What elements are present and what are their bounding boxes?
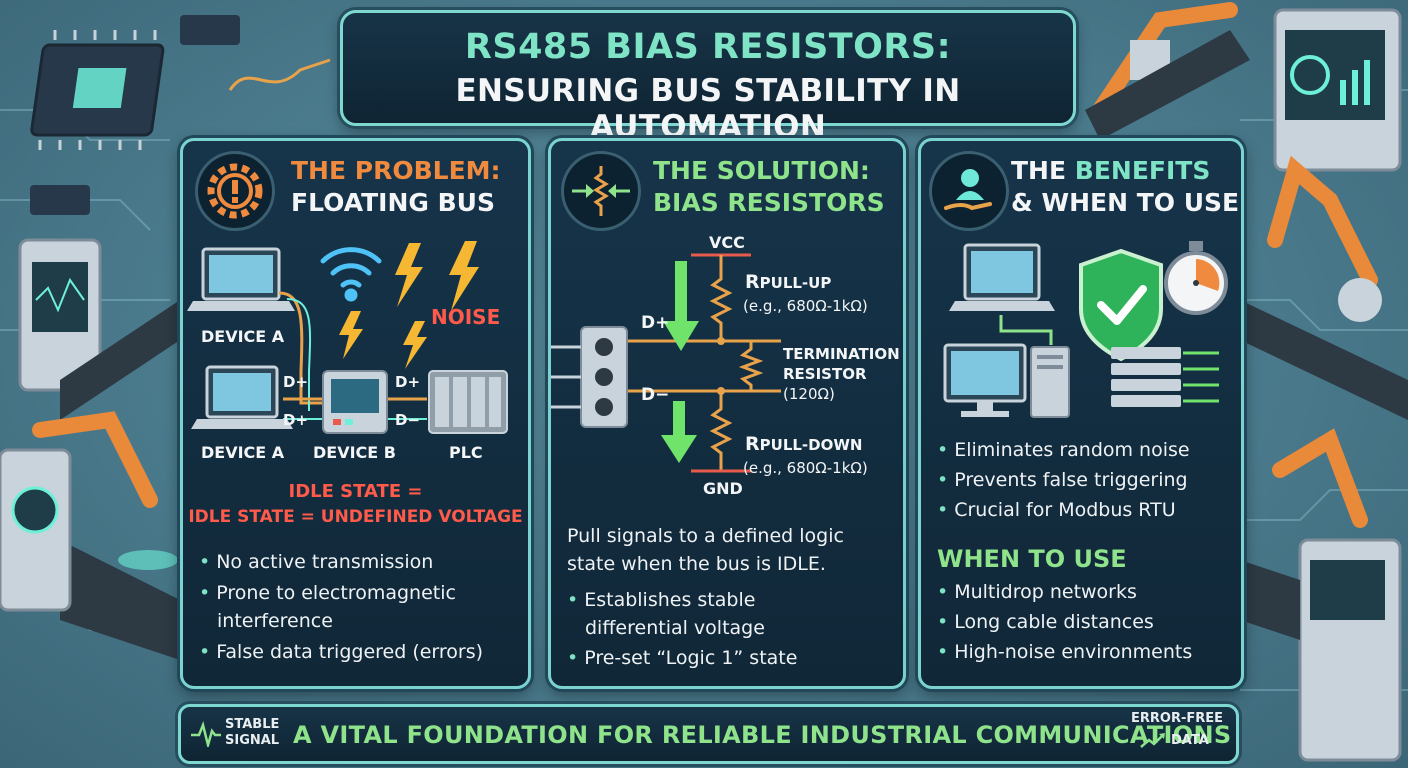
when-item: •High-noise environments [937,641,1193,663]
gear-alert-icon [195,151,275,231]
monitor-machine-right [1273,8,1402,172]
chip-icon [30,30,165,150]
floating-bus-diagram [187,241,508,434]
resistor-icon [561,151,641,231]
plc-label: PLC [449,443,483,462]
benefit-item: •Eliminates random noise [937,439,1190,461]
pulldown-label: RPULL-DOWN [745,433,863,455]
small-chip-icon [30,185,90,215]
title-banner: RS485 BIAS RESISTORS: ENSURING BUS STABI… [340,10,1076,145]
problem-bullet: •Prone to electromagnetic [199,582,456,604]
conveyor-right [1085,30,1408,420]
connector-block-icon [551,326,628,428]
small-chip-icon [180,15,240,45]
desktop-monitor-icon [943,343,1027,417]
laptop-icon [191,365,293,429]
plc-icon [428,370,508,434]
idle-state-line-2: IDLE STATE = UNDEFINED VOLTAGE [188,507,523,527]
when-item: •Long cable distances [937,611,1154,633]
trend-up-icon [1140,733,1165,748]
bias-resistor-schematic [551,253,781,473]
stopwatch-icon [1164,241,1228,315]
user-hand-icon [929,151,1009,231]
termination-label-3: (120Ω) [783,385,835,403]
dplus-label-3: D+ [283,411,309,429]
gnd-label: GND [703,479,743,498]
robot-arm-icon [0,411,178,612]
benefits-heading-1: THE BENEFITS [1011,156,1211,185]
dminus-label: D− [395,411,421,429]
noise-label: NOISE [431,305,501,329]
vcc-label: VCC [709,233,745,252]
device-a-top-label: DEVICE A [201,327,285,346]
monitor-machine-left [18,238,102,392]
pullup-value: (e.g., 680Ω-1kΩ) [743,297,868,315]
tower-pc-icon [1030,346,1070,418]
when-item: •Multidrop networks [937,581,1137,603]
conveyor-left [60,300,180,660]
problem-heading-1: THE PROBLEM: [291,156,501,185]
dminus-label: D− [641,385,670,405]
problem-heading-2: FLOATING BUS [291,188,495,217]
problem-bullet-continued: interference [217,610,333,632]
benefits-heading-2: & WHEN TO USE [1011,188,1240,217]
dplus-label: D+ [641,313,670,333]
solution-heading-2: BIAS RESISTORS [653,188,885,217]
termination-label-2: RESISTOR [783,365,867,383]
footer-right-text-2: DATA [1171,733,1209,748]
solution-summary-2: state when the bus is IDLE. [567,553,826,575]
robot-arm-icon [1267,155,1382,322]
benefit-item: •Crucial for Modbus RTU [937,499,1176,521]
solution-bullet-continued: differential voltage [585,617,765,639]
footer-right-text-1: ERROR-FREE [1131,711,1224,726]
laptop-icon [187,247,295,311]
solution-bullet: •Pre-set “Logic 1” state [567,647,798,669]
when-to-use-heading: WHEN TO USE [937,545,1127,573]
panel-benefits: THE BENEFITS & WHEN TO USE [918,138,1244,689]
panel-problem: THE PROBLEM: FLOATING BUS [180,138,531,689]
pullup-label: RPULL-UP [745,271,832,293]
problem-bullet: •False data triggered (errors) [199,641,484,663]
solution-summary-1: Pull signals to a defined logic [567,525,844,547]
device-a-bottom-label: DEVICE A [201,443,285,462]
laptop-icon [949,243,1055,311]
title-line-1: RS485 BIAS RESISTORS: [464,27,952,67]
wifi-icon [320,247,382,302]
dplus-label-2: D+ [395,373,421,391]
device-b-icon [322,370,388,434]
shield-check-icon [1079,248,1163,362]
solution-heading-1: THE SOLUTION: [653,156,870,185]
problem-bullet: •No active transmission [199,551,434,573]
dplus-label-1: D+ [283,373,309,391]
pulse-icon [191,721,221,747]
title-line-2: ENSURING BUS STABILITY IN AUTOMATION [455,73,961,145]
termination-label-1: TERMINATION [783,345,900,363]
benefit-item: •Prevents false triggering [937,469,1188,491]
panel-solution: THE SOLUTION: BIAS RESISTORS VCC RPULL-U… [548,138,906,689]
server-icon [1111,347,1219,407]
idle-state-line-1: IDLE STATE = [288,481,423,502]
footer-main-text: A VITAL FOUNDATION FOR RELIABLE INDUSTRI… [293,721,1232,749]
pulldown-value: (e.g., 680Ω-1kΩ) [743,459,868,477]
device-b-label: DEVICE B [313,443,396,462]
benefits-illustration [943,241,1228,418]
lightning-icon [339,241,479,369]
robot-arm-icon [1240,428,1402,762]
solution-bullet: •Establishes stable [567,589,756,611]
